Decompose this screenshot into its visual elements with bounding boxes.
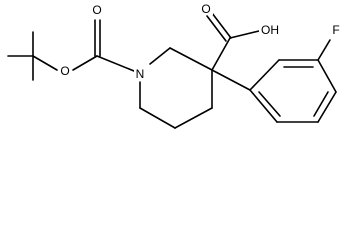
atom-f-aryl: F	[332, 23, 339, 37]
bond-c4-to-c5	[174, 107, 213, 129]
bond-carbonyl-to-nitrogen	[96, 55, 135, 72]
bond-n-to-c2	[149, 47, 171, 65]
bond-tbu-to-oxygen	[32, 55, 58, 71]
atom-o-carbonyl: O	[92, 3, 101, 17]
bond-c2-to-c3	[169, 47, 213, 71]
chemical-structure: O O N O OH F	[7, 1, 342, 129]
bond-c3-to-acid-carbon	[211, 37, 231, 71]
bond-acid-double-1	[211, 12, 232, 39]
bond-aryl-inner-2	[313, 91, 329, 117]
bond-acid-double-2	[206, 15, 227, 42]
atom-labels: O O N O OH F	[59, 1, 342, 81]
carboxylic-acid-group	[206, 12, 260, 71]
bond-acid-to-hydroxyl	[229, 30, 260, 39]
tert-butyl-group	[7, 31, 58, 81]
bond-aryl-to-fluorine	[317, 39, 331, 61]
atom-o-acid: O	[201, 2, 210, 16]
bond-oxygen-to-carbonyl	[72, 55, 98, 71]
boc-carbamate	[72, 19, 135, 72]
bond-aryl-6-1	[249, 89, 278, 123]
atom-o-ester: O	[60, 64, 69, 78]
bond-c3-to-aryl	[211, 69, 251, 91]
bond-aryl-4-5	[317, 91, 337, 123]
fluorophenyl-ring	[211, 39, 337, 123]
bond-c5-to-c6	[139, 107, 176, 129]
bond-aryl-3-4	[317, 59, 337, 93]
bond-aryl-inner-3	[258, 91, 281, 117]
piperidine-ring	[139, 47, 213, 129]
atom-n-piperidine: N	[136, 67, 145, 81]
atom-oh-acid: OH	[261, 23, 279, 37]
bond-aryl-1-2	[249, 59, 280, 91]
